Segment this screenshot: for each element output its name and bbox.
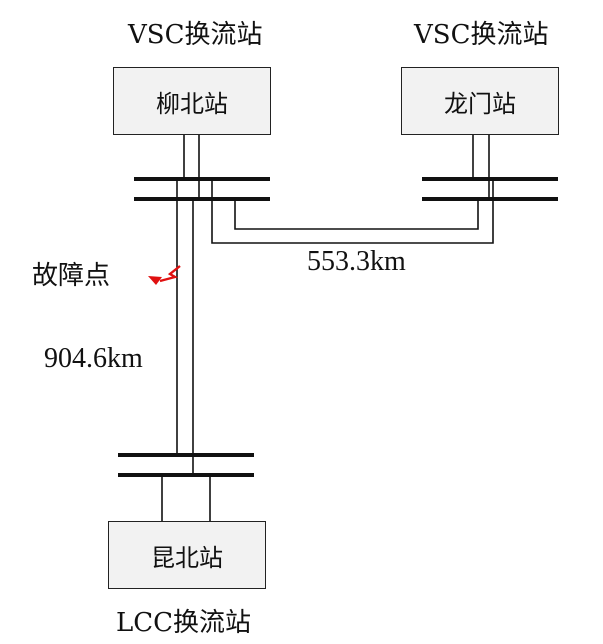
liubei-station-name: 柳北站 <box>156 89 228 118</box>
liubei-type-label: VSC换流站 <box>128 20 263 50</box>
liubei-station-box: 柳北站 <box>113 67 271 135</box>
fault-point-label: 故障点 <box>32 261 111 291</box>
longmen-station-name: 龙门站 <box>444 89 516 118</box>
longmen-station-box: 龙门站 <box>401 67 559 135</box>
kunbei-station-name: 昆北站 <box>151 543 223 572</box>
lightning-icon <box>148 265 181 285</box>
longmen-type-label: VSC换流站 <box>414 20 549 50</box>
kunbei-liubei-length-label: 904.6km <box>44 343 143 374</box>
kunbei-type-label: LCC换流站 <box>116 608 252 638</box>
liubei-longmen-line-outer <box>211 179 494 244</box>
kunbei-station-box: 昆北站 <box>108 521 266 589</box>
liubei-longmen-length-label: 553.3km <box>307 246 406 277</box>
liubei-longmen-line-inner <box>234 199 479 230</box>
